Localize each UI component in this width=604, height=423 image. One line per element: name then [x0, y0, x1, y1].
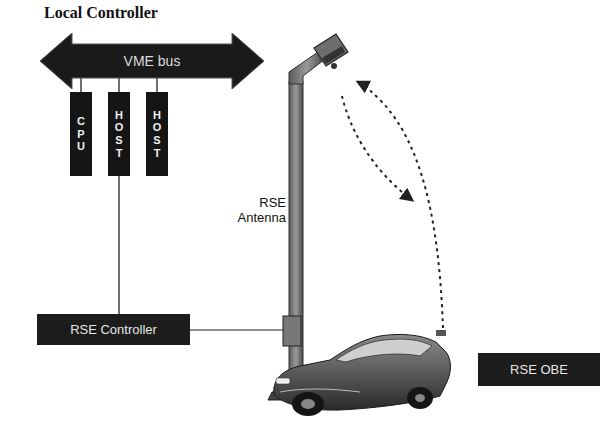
node-text: HOST [152, 109, 163, 160]
part-label: RSE Antenna [232, 196, 286, 226]
diagram-title: Local Controller [44, 4, 158, 22]
obe-box: RSE OBE [478, 353, 600, 386]
cpu-card: CPU [70, 92, 92, 176]
bus-connector [156, 78, 157, 92]
node-text: VME bus [124, 53, 181, 69]
bus-connector [118, 78, 119, 92]
vehicle-illustration [274, 330, 451, 416]
node-text: CPU [76, 115, 87, 153]
controller-antenna-wire [190, 329, 284, 330]
host-card: HOST [108, 92, 130, 176]
node-text: RSE Controller [64, 322, 163, 337]
node-text: RSE OBE [504, 362, 574, 377]
bus-connector [118, 176, 119, 314]
bus-connector [80, 78, 81, 92]
downlink-arrow [342, 96, 412, 200]
uplink-arrow [358, 82, 443, 328]
node-text: HOST [114, 109, 125, 160]
host-card: HOST [146, 92, 168, 176]
bus-arrow: VME bus [40, 33, 264, 89]
controller-box: RSE Controller [37, 314, 190, 345]
